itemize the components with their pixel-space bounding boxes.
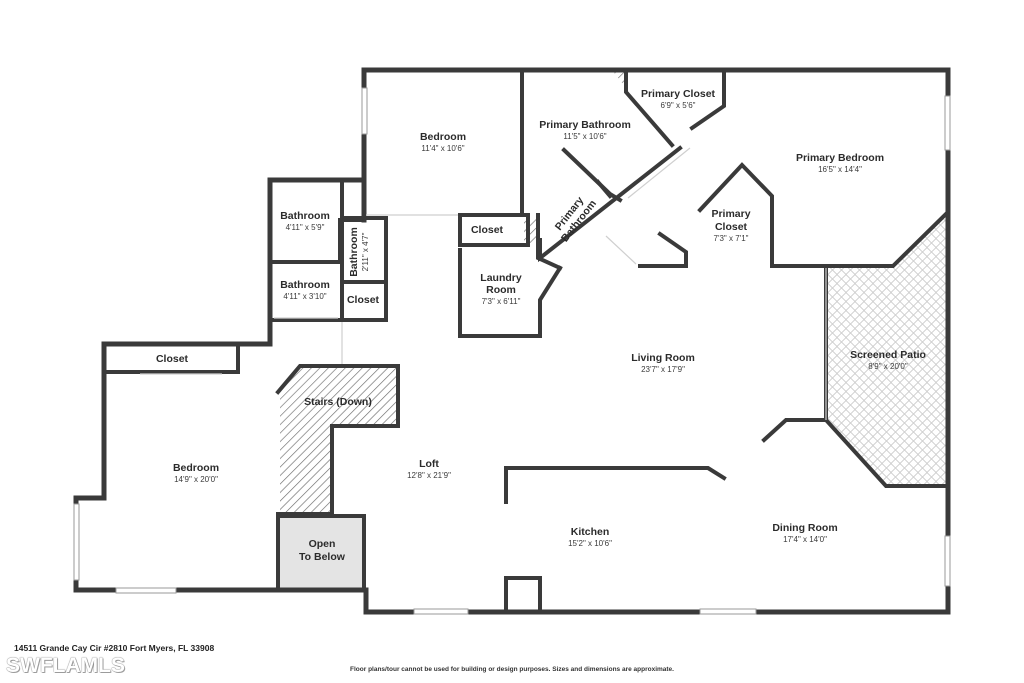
wall-kitchen-counter <box>504 466 727 504</box>
dim-primary-closet-inner: 7'3" x 7'1" <box>714 234 749 243</box>
label-closet-mid: Closet <box>471 224 504 236</box>
wall-primary-closet-b <box>689 68 726 131</box>
label-bathroom-a: Bathroom <box>280 210 330 222</box>
window <box>361 87 368 135</box>
dim-loft: 12'8" x 21'9" <box>407 471 451 480</box>
wall-bath-diag-b <box>561 147 623 203</box>
label-primary-bedroom: Primary Bedroom <box>796 152 884 164</box>
property-address: 14511 Grande Cay Cir #2810 Fort Myers, F… <box>14 643 215 653</box>
dim-dining-room: 17'4" x 14'0" <box>783 535 827 544</box>
door-opening <box>605 235 637 265</box>
label-bathroom-narrow: Bathroom <box>348 227 360 277</box>
window <box>944 95 951 151</box>
window <box>115 587 177 594</box>
wall-primary-closet <box>624 68 675 148</box>
label-bedroom-left: Bedroom <box>173 462 219 474</box>
wall-open-below <box>276 514 366 592</box>
label-bathroom-b: Bathroom <box>280 279 330 291</box>
window <box>699 608 757 615</box>
disclaimer-text: Floor plans/tour cannot be used for buil… <box>350 666 674 673</box>
wall-bath-corner <box>536 213 563 271</box>
window <box>413 608 469 615</box>
screened-patio-tiles <box>826 216 946 484</box>
dim-bathroom-narrow: 2'11" x 4'7" <box>361 232 370 271</box>
wall-bath-narrow <box>340 178 388 322</box>
label-loft: Loft <box>419 458 439 470</box>
wall-closet-left <box>102 342 240 374</box>
dim-bedroom-top: 11'4" x 10'6" <box>421 144 464 153</box>
dim-primary-bathroom: 11'5" x 10'6" <box>563 132 606 141</box>
wall-laundry <box>458 248 563 338</box>
wall-inner-closet-left <box>638 231 688 268</box>
label-closet-small: Closet <box>347 294 380 306</box>
label-living-room: Living Room <box>631 352 695 364</box>
wall-closet-mid <box>458 213 530 247</box>
window <box>73 503 80 581</box>
wall-diag-c <box>595 179 613 199</box>
exterior-wall <box>73 67 951 615</box>
label-laundry-2: Room <box>486 284 516 296</box>
label-open-below-2: To Below <box>299 551 346 563</box>
wall-primary-closet-inner <box>697 162 949 268</box>
small-hatch-closet <box>612 70 626 88</box>
door-opening <box>627 147 691 199</box>
dim-screened-patio: 8'9" x 20'0" <box>868 362 908 371</box>
label-dining-room: Dining Room <box>772 522 837 534</box>
window <box>944 535 951 587</box>
wall-dining-stub <box>761 418 828 443</box>
open-to-below-fill <box>280 516 364 588</box>
dim-living-room: 23'7" x 17'9" <box>641 365 685 374</box>
watermark-logo: SWFLAMLS <box>6 654 125 677</box>
wall-kitchen-cab <box>504 576 542 612</box>
label-primary-closet-inner-2: Closet <box>715 221 748 233</box>
dim-kitchen: 15'2" x 10'6" <box>568 539 612 548</box>
label-primary-closet-top: Primary Closet <box>641 88 716 100</box>
label-primary-bathroom: Primary Bathroom <box>539 119 631 131</box>
dim-laundry: 7'3" x 6'11" <box>482 297 521 306</box>
dim-primary-bedroom: 16'5" x 14'4" <box>818 165 862 174</box>
dim-bedroom-left: 14'9" x 20'0" <box>174 475 218 484</box>
label-closet-left: Closet <box>156 353 189 365</box>
label-primary-closet-inner: Primary <box>711 208 750 220</box>
dim-bathroom-b: 4'11" x 3'10" <box>283 292 326 301</box>
label-screened-patio: Screened Patio <box>850 349 926 361</box>
label-kitchen: Kitchen <box>571 526 610 538</box>
label-bedroom-top: Bedroom <box>420 131 466 143</box>
stairs-hatch <box>280 368 397 514</box>
label-stairs: Stairs (Down) <box>304 396 372 408</box>
wall-bath-diag <box>538 145 683 263</box>
label-laundry: Laundry <box>480 272 522 284</box>
label-open-below: Open <box>309 538 336 550</box>
dim-bathroom-a: 4'11" x 5'9" <box>286 223 325 232</box>
wall-bath-narrow-b <box>340 216 388 284</box>
dim-primary-closet-top: 6'9" x 5'6" <box>661 101 696 110</box>
